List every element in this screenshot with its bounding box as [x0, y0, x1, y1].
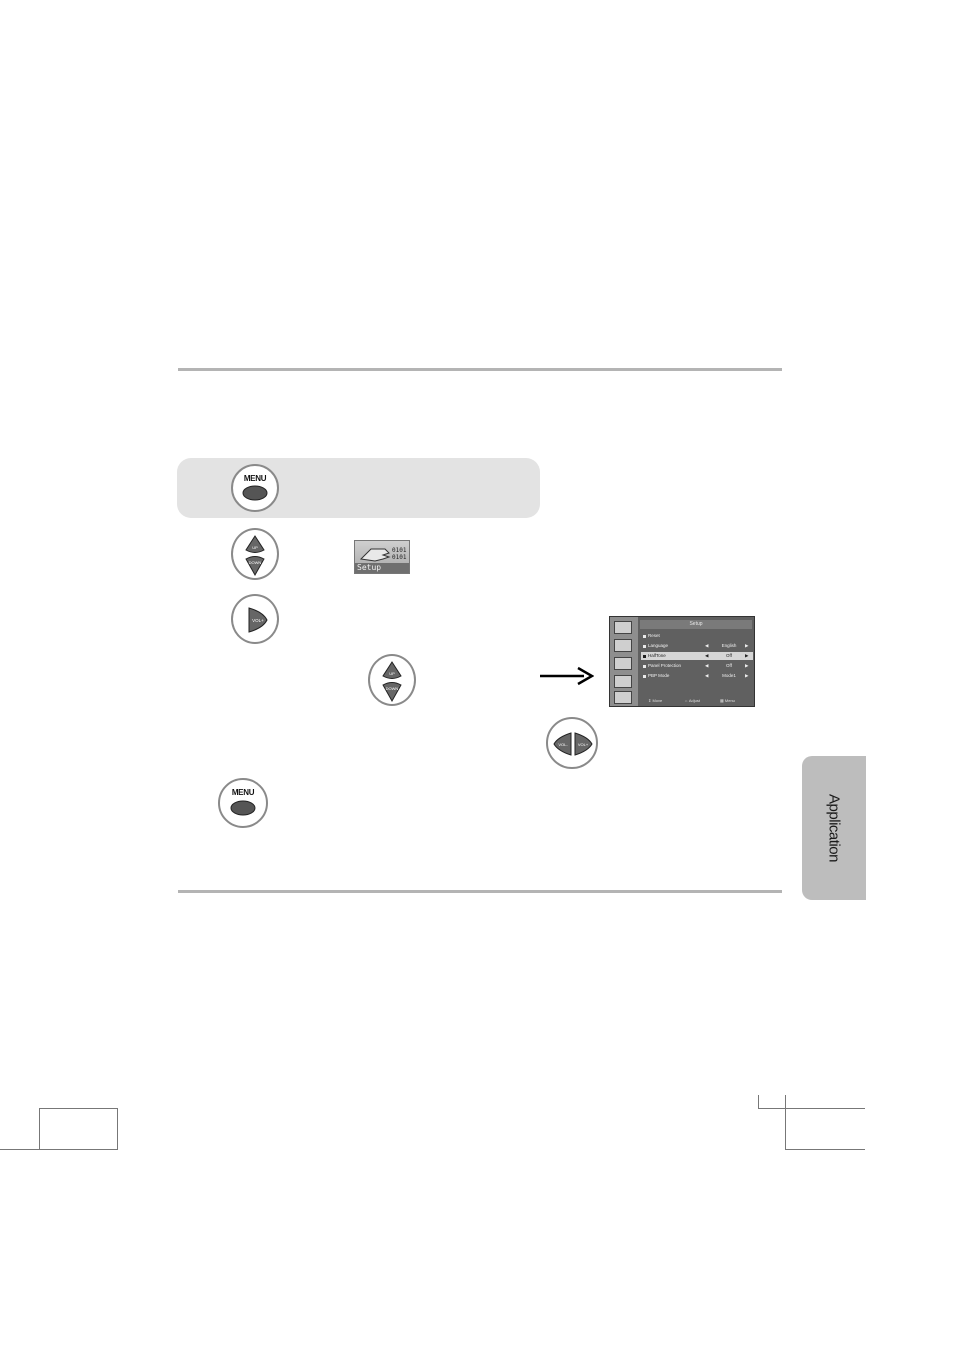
up-down-keys-icon: UP DOWN — [382, 661, 402, 703]
setup-menu-icon: 0101 0101 Setup — [354, 540, 410, 574]
up-down-button-2[interactable]: UP DOWN — [368, 654, 416, 706]
vol-plus-key-label: VOL+ — [252, 618, 264, 623]
bullet-icon — [643, 664, 646, 668]
osd-footer-menu: ▦ Menu — [720, 698, 735, 703]
osd-footer-adjust: ⇔ Adjust — [684, 698, 701, 703]
osd-row-reset[interactable]: Reset — [641, 632, 753, 640]
osd-row-halftone[interactable]: HalfTone ◀ Off ▶ — [641, 652, 753, 660]
vol-minus-plus-button[interactable]: VOL- VOL+ — [546, 717, 598, 769]
osd-row-label: Panel Protection — [648, 663, 682, 668]
crop-mark — [40, 1108, 118, 1109]
crop-mark — [785, 1149, 865, 1150]
osd-row-label: HalfTone — [648, 653, 666, 658]
vol-minus-plus-keys-icon: VOL- VOL+ — [553, 732, 593, 756]
left-arrow-icon: ◀ — [705, 653, 709, 658]
bullet-icon — [643, 654, 646, 658]
osd-row-label: Language — [648, 643, 669, 648]
osd-row-pbp-mode[interactable]: PBP Mode ◀ Mode1 ▶ — [641, 672, 753, 680]
osd-row-value: English — [721, 643, 737, 648]
up-down-button[interactable]: UP DOWN — [231, 528, 279, 580]
crop-mark — [117, 1108, 118, 1150]
hand-icon: 0101 0101 — [359, 547, 407, 562]
osd-row-label: Reset — [648, 633, 660, 638]
setup-osd-screen: Setup Reset Language ◀ English ▶ HalfTon… — [609, 616, 755, 707]
vol-plus-key-icon: VOL+ — [248, 607, 268, 633]
svg-text:0101: 0101 — [392, 547, 407, 554]
up-key-label: UP — [252, 545, 258, 550]
down-key-label: DOWN — [249, 560, 262, 565]
menu-key-icon — [242, 485, 268, 501]
menu-button-exit[interactable]: MENU — [218, 778, 268, 828]
osd-footer: ⇕ Move ⇔ Adjust ▦ Menu — [640, 697, 752, 705]
crop-mark — [758, 1108, 785, 1109]
setup-icon-label: Setup — [355, 563, 409, 573]
setup-icon — [614, 675, 632, 688]
svg-text:0101: 0101 — [392, 554, 407, 561]
up-down-keys-icon: UP DOWN — [245, 535, 265, 577]
chapter-tab-label: Application — [825, 794, 843, 862]
top-divider — [178, 368, 782, 371]
vol-plus-key-label: VOL+ — [578, 742, 589, 747]
menu-key-icon — [230, 800, 256, 816]
right-arrow-icon: ▶ — [745, 653, 749, 658]
osd-row-value: Off — [726, 663, 732, 668]
left-arrow-icon: ◀ — [705, 663, 709, 668]
left-arrow-icon: ◀ — [705, 643, 709, 648]
osd-row-panel-protection[interactable]: Panel Protection ◀ Off ▶ — [641, 662, 753, 670]
menu-button-label: MENU — [231, 788, 255, 797]
arrow-right-icon — [540, 666, 594, 686]
bullet-icon — [643, 644, 646, 648]
picture-icon — [614, 621, 632, 634]
vol-minus-key-label: VOL- — [558, 742, 568, 747]
crop-mark — [785, 1108, 865, 1109]
bottom-divider — [178, 890, 782, 893]
osd-row-language[interactable]: Language ◀ English ▶ — [641, 642, 753, 650]
down-key-label: DOWN — [386, 686, 399, 691]
menu-button-label: MENU — [243, 474, 267, 483]
right-arrow-icon: ▶ — [745, 643, 749, 648]
channel-icon — [614, 657, 632, 670]
crop-mark — [785, 1095, 786, 1150]
chapter-tab — [802, 756, 866, 900]
input-icon — [614, 691, 632, 704]
menu-button[interactable]: MENU — [231, 464, 279, 512]
osd-footer-move: ⇕ Move — [648, 698, 663, 703]
sound-icon — [614, 639, 632, 652]
bullet-icon — [643, 674, 646, 678]
crop-mark — [758, 1095, 759, 1108]
osd-row-label: PBP Mode — [648, 673, 670, 678]
up-key-label: UP — [389, 671, 395, 676]
osd-title: Setup — [640, 620, 752, 629]
left-arrow-icon: ◀ — [705, 673, 709, 678]
osd-sidebar — [610, 617, 638, 706]
osd-row-value: Mode1 — [722, 673, 736, 678]
right-arrow-icon: ▶ — [745, 673, 749, 678]
vol-plus-button[interactable]: VOL+ — [231, 594, 279, 644]
osd-row-value: Off — [726, 653, 732, 658]
right-arrow-icon: ▶ — [745, 663, 749, 668]
bullet-icon — [643, 634, 646, 638]
crop-mark — [0, 1149, 118, 1150]
crop-mark — [39, 1108, 40, 1150]
